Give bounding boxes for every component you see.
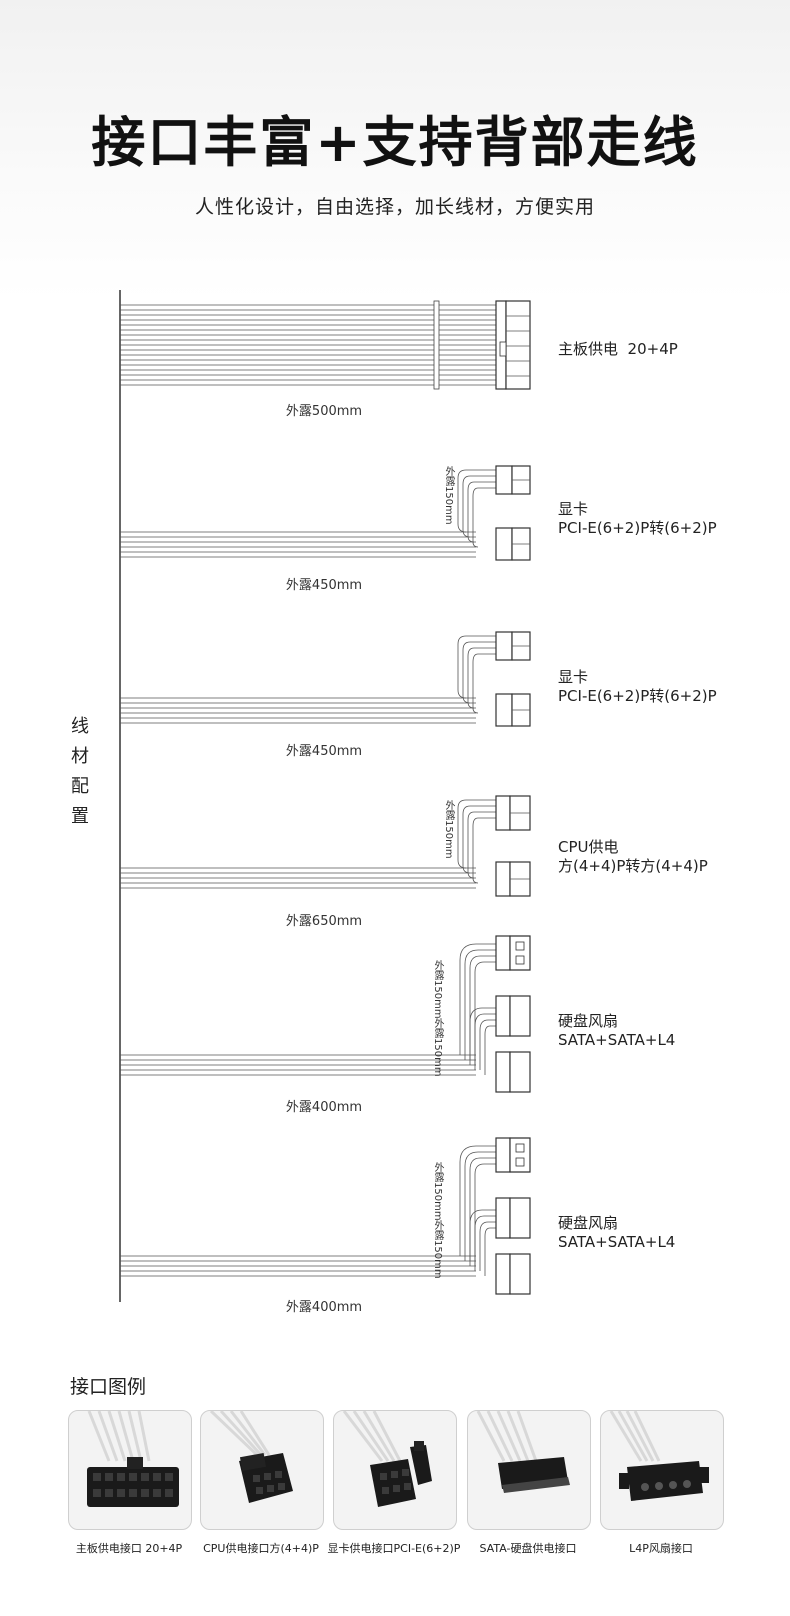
- cable-label-line1: 硬盘风扇: [558, 1214, 619, 1232]
- page-title: 接口丰富+支持背部走线: [91, 111, 699, 174]
- cable-hdd-2: [120, 1137, 531, 1295]
- cable-label-hdd-2: 硬盘风扇 SATA+SATA+L4: [558, 1214, 675, 1252]
- cable-length-gpu-1: 外露450mm: [285, 578, 363, 593]
- example-image-sata: [467, 1410, 591, 1530]
- cable-motherboard: [120, 300, 531, 390]
- branch-note-cpu: 外露150mm: [443, 800, 454, 859]
- cable-label-line1: 主板供电 20+4P: [558, 340, 678, 358]
- branch-note-gpu: 外露150mm: [443, 466, 454, 525]
- cable-label-cpu: CPU供电 方(4+4)P转方(4+4)P: [558, 838, 708, 876]
- branch-note-hdd-1a: 外露150mm: [432, 960, 443, 1019]
- cable-label-line2: PCI-E(6+2)P转(6+2)P: [558, 519, 717, 537]
- example-caption-gpu: 显卡供电接口PCI-E(6+2)P: [327, 1542, 461, 1555]
- cable-label-line1: 硬盘风扇: [558, 1012, 619, 1030]
- cable-label-gpu-1: 显卡 PCI-E(6+2)P转(6+2)P: [558, 500, 717, 538]
- branch-note-hdd-2a: 外露150mm: [432, 1162, 443, 1221]
- example-caption-motherboard: 主板供电接口 20+4P: [75, 1542, 183, 1555]
- page-subtitle: 人性化设计，自由选择，加长线材，方便实用: [194, 196, 595, 218]
- cable-hdd-1: [120, 935, 531, 1093]
- branch-note-hdd-2b: 外露150mm: [432, 1220, 443, 1279]
- cable-label-line1: 显卡: [558, 500, 589, 518]
- cable-diagram: [119, 290, 531, 1302]
- cable-length-hdd-2: 外露400mm: [285, 1300, 363, 1315]
- cable-label-line2: PCI-E(6+2)P转(6+2)P: [558, 687, 717, 705]
- cable-cpu: [120, 795, 531, 897]
- cable-label-line2: SATA+SATA+L4: [558, 1233, 676, 1251]
- cable-label-motherboard: 主板供电 20+4P: [558, 340, 678, 359]
- branch-note-hdd-1b: 外露150mm: [432, 1018, 443, 1077]
- example-caption-sata: SATA-硬盘供电接口: [479, 1542, 577, 1555]
- cable-length-cpu: 外露650mm: [285, 914, 363, 929]
- cable-label-gpu-2: 显卡 PCI-E(6+2)P转(6+2)P: [558, 668, 717, 706]
- example-image-cpu: [200, 1410, 324, 1530]
- cable-label-line2: SATA+SATA+L4: [558, 1031, 676, 1049]
- cable-length-gpu-2: 外露450mm: [285, 744, 363, 759]
- example-caption-cpu: CPU供电接口方(4+4)P: [203, 1542, 319, 1555]
- cable-length-hdd-1: 外露400mm: [285, 1100, 363, 1115]
- cable-label-line1: CPU供电: [558, 838, 619, 856]
- example-caption-l4p: L4P风扇接口: [629, 1542, 693, 1555]
- cable-gpu-1: [120, 465, 531, 561]
- example-image-l4p: [600, 1410, 724, 1530]
- cable-length-motherboard: 外露500mm: [285, 404, 363, 419]
- cable-label-hdd-1: 硬盘风扇 SATA+SATA+L4: [558, 1012, 675, 1050]
- cable-gpu-2: [120, 631, 531, 727]
- example-image-gpu: [333, 1410, 457, 1530]
- examples-title: 接口图例: [70, 1376, 147, 1398]
- cable-label-line1: 显卡: [558, 668, 589, 686]
- side-label: 线材配置: [71, 716, 89, 827]
- example-image-motherboard: [68, 1410, 192, 1530]
- cable-label-line2: 方(4+4)P转方(4+4)P: [558, 857, 708, 875]
